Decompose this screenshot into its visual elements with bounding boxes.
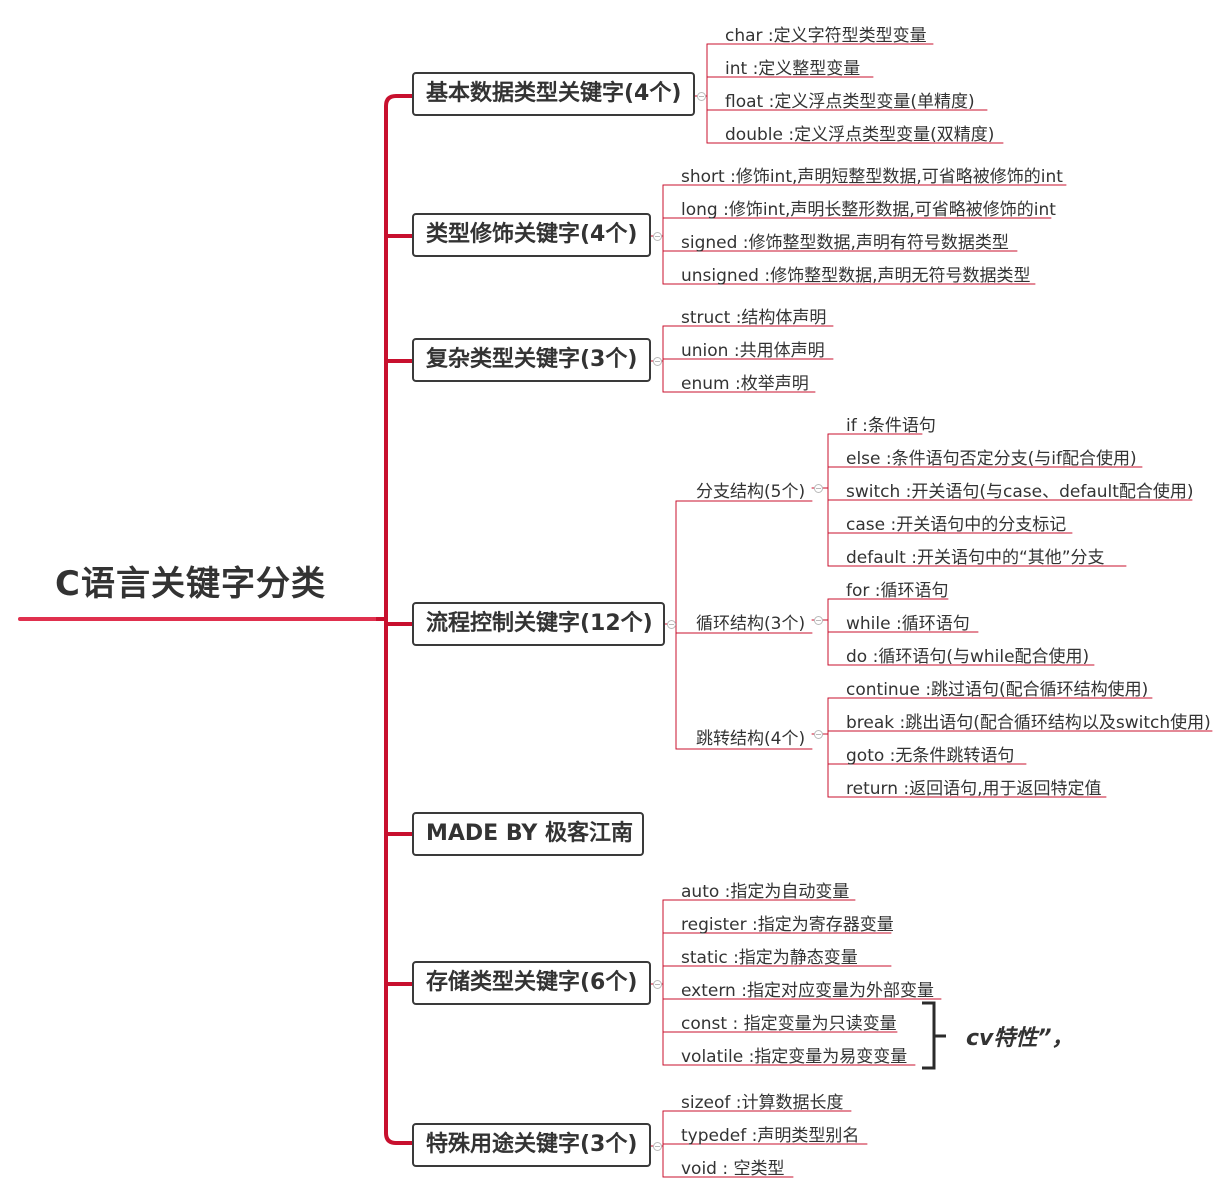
storage-leaf-item[interactable]: const : 指定变量为只读变量	[681, 1014, 897, 1034]
storage-leaf-item[interactable]: volatile :指定变量为易变变量	[681, 1047, 908, 1067]
subcategory-loop[interactable]: 循环结构(3个)	[696, 614, 806, 634]
loop-leaf-item[interactable]: for :循环语句	[846, 581, 949, 601]
basic-leaf-item[interactable]: char :定义字符型类型变量	[725, 26, 927, 46]
category-flow[interactable]: 流程控制关键字(12个)	[412, 602, 665, 646]
storage-leaf-item[interactable]: extern :指定对应变量为外部变量	[681, 981, 934, 1001]
modifier-leaf-item[interactable]: long :修饰int,声明长整形数据,可省略被修饰的int	[681, 200, 1056, 220]
collapse-toggle-icon[interactable]	[814, 616, 823, 625]
collapse-toggle-icon[interactable]	[653, 357, 662, 366]
collapse-toggle-icon[interactable]	[814, 730, 823, 739]
category-storage[interactable]: 存储类型关键字(6个)	[412, 961, 651, 1005]
main-spine	[376, 94, 412, 1145]
collapse-toggle-icon[interactable]	[653, 1142, 662, 1151]
modifier-leaf-item[interactable]: short :修饰int,声明短整型数据,可省略被修饰的int	[681, 167, 1063, 187]
loop-leaf-item[interactable]: while :循环语句	[846, 614, 970, 634]
root-title: C语言关键字分类	[55, 564, 326, 604]
special-leaf-item[interactable]: void : 空类型	[681, 1159, 785, 1179]
special-leaf-item[interactable]: typedef :声明类型别名	[681, 1126, 860, 1146]
category-special[interactable]: 特殊用途关键字(3个)	[412, 1123, 651, 1167]
subcategory-jump[interactable]: 跳转结构(4个)	[696, 729, 806, 749]
category-made-by[interactable]: MADE BY 极客江南	[412, 812, 644, 856]
cv-note: cv特性”，	[966, 1026, 1074, 1051]
collapse-toggle-icon[interactable]	[697, 92, 706, 101]
category-modifier[interactable]: 类型修饰关键字(4个)	[412, 213, 651, 257]
complex-leaf-item[interactable]: union :共用体声明	[681, 341, 825, 361]
branch-leaf-item[interactable]: else :条件语句否定分支(与if配合使用)	[846, 449, 1137, 469]
collapse-toggle-icon[interactable]	[653, 232, 662, 241]
complex-leaf-item[interactable]: enum :枚举声明	[681, 374, 809, 394]
jump-leaf-item[interactable]: return :返回语句,用于返回特定值	[846, 779, 1102, 799]
storage-leaf-item[interactable]: register :指定为寄存器变量	[681, 915, 894, 935]
collapse-toggle-icon[interactable]	[814, 484, 823, 493]
subcategory-branch[interactable]: 分支结构(5个)	[696, 482, 806, 502]
modifier-leaf-item[interactable]: unsigned :修饰整型数据,声明无符号数据类型	[681, 266, 1031, 286]
basic-leaf-item[interactable]: float :定义浮点类型变量(单精度)	[725, 92, 975, 112]
storage-leaf-item[interactable]: static :指定为静态变量	[681, 948, 858, 968]
branch-leaf-item[interactable]: switch :开关语句(与case、default配合使用)	[846, 482, 1194, 502]
basic-leaf-item[interactable]: double :定义浮点类型变量(双精度)	[725, 125, 995, 145]
branch-leaf-item[interactable]: if :条件语句	[846, 416, 936, 436]
basic-leaf-item[interactable]: int :定义整型变量	[725, 59, 861, 79]
modifier-leaf-item[interactable]: signed :修饰整型数据,声明有符号数据类型	[681, 233, 1009, 253]
category-basic[interactable]: 基本数据类型关键字(4个)	[412, 72, 695, 116]
collapse-toggle-icon[interactable]	[653, 980, 662, 989]
collapse-toggle-icon[interactable]	[667, 620, 676, 629]
jump-leaf-item[interactable]: goto :无条件跳转语句	[846, 746, 1015, 766]
jump-leaf-item[interactable]: break :跳出语句(配合循环结构以及switch使用)	[846, 713, 1211, 733]
branch-leaf-item[interactable]: case :开关语句中的分支标记	[846, 515, 1067, 535]
branch-leaf-item[interactable]: default :开关语句中的“其他”分支	[846, 548, 1105, 568]
special-leaf-item[interactable]: sizeof :计算数据长度	[681, 1093, 844, 1113]
loop-leaf-item[interactable]: do :循环语句(与while配合使用)	[846, 647, 1090, 667]
storage-leaf-item[interactable]: auto :指定为自动变量	[681, 882, 850, 902]
cv-bracket	[922, 1001, 946, 1070]
category-complex[interactable]: 复杂类型关键字(3个)	[412, 338, 651, 382]
jump-leaf-item[interactable]: continue :跳过语句(配合循环结构使用)	[846, 680, 1149, 700]
complex-leaf-item[interactable]: struct :结构体声明	[681, 308, 827, 328]
